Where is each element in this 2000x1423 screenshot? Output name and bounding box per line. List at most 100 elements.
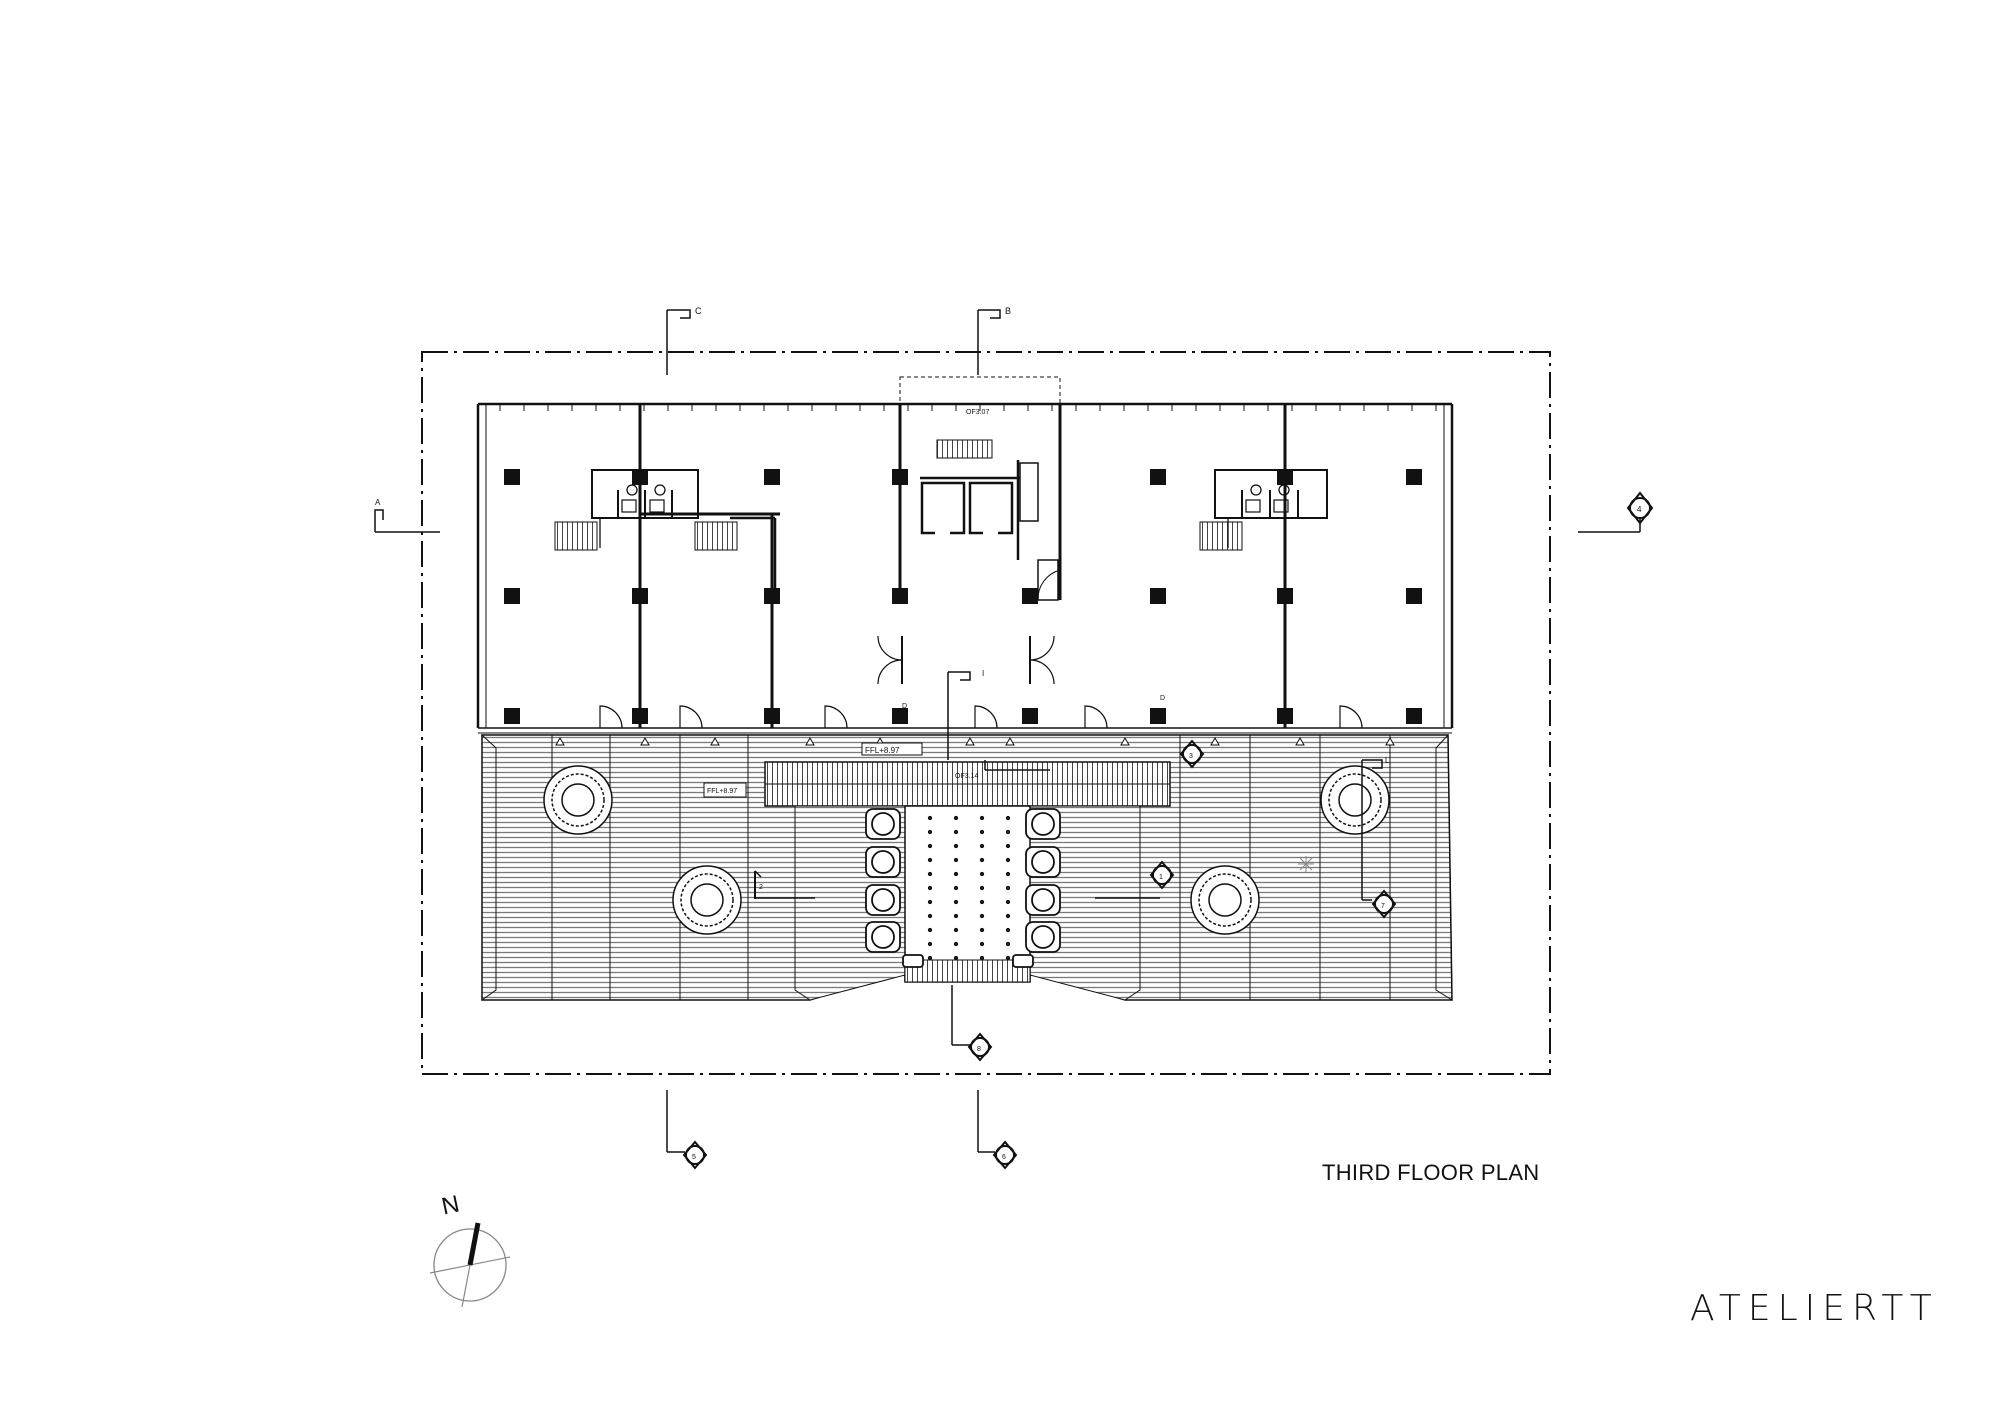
deck-marker: [1295, 736, 1305, 746]
deck-marker: [555, 736, 565, 746]
elevation-south-right-text: 6: [1002, 1154, 1006, 1161]
elevation-marker-south-right: 6: [992, 1140, 1018, 1170]
section-marker-c: C: [666, 306, 702, 375]
stair-dot: [953, 899, 959, 905]
door-swing: [974, 705, 998, 729]
column: [764, 469, 780, 485]
seat-pod-inner: [871, 850, 895, 874]
stair-dot: [1005, 871, 1011, 877]
elevation-east-text: 4: [1637, 505, 1642, 514]
toilet-core-left: [554, 469, 777, 600]
stair-dot: [927, 815, 933, 821]
stair-dot: [927, 829, 933, 835]
stair-dot: [979, 857, 985, 863]
column: [1406, 588, 1422, 604]
column: [1022, 588, 1038, 604]
stair-dot: [927, 927, 933, 933]
elevation-marker-interior-w: 2: [754, 870, 763, 899]
room-label-of307: OF3.07: [966, 409, 989, 416]
deck-marker: [640, 736, 650, 746]
north-arrow: [429, 1222, 511, 1308]
level-tag-center-text: FFL+8.97: [865, 746, 900, 755]
stair-dot: [927, 885, 933, 891]
column: [1277, 469, 1293, 485]
deck-marker: [805, 736, 815, 746]
elevation-marker-interior-n: 3: [1179, 739, 1205, 769]
elevation-marker-east: 4: [1626, 491, 1654, 525]
stair-dot: [1005, 843, 1011, 849]
central-bleacher: [764, 761, 1171, 1001]
section-marker-a: A: [374, 498, 440, 533]
seat-pod-inner: [1031, 850, 1055, 874]
stair-dot: [953, 955, 959, 961]
door-swing: [824, 705, 848, 729]
south-wall-doors: [599, 705, 1363, 729]
stair-dot: [953, 857, 959, 863]
elevation-marker-interior-se: 7: [1371, 889, 1397, 919]
stair-dot: [927, 857, 933, 863]
seat-pod-inner: [871, 888, 895, 912]
section-marker-i: I: [947, 669, 984, 760]
stair-dot: [953, 871, 959, 877]
door-swing: [679, 705, 703, 729]
level-tag-left-text: FFL+8.97: [707, 788, 737, 795]
column: [892, 588, 908, 604]
section-i-label: I: [982, 669, 984, 678]
planter-core: [690, 883, 724, 917]
stair-dot: [953, 829, 959, 835]
stair-dot: [1005, 913, 1011, 919]
stair-dot: [927, 941, 933, 947]
planter-core: [1208, 883, 1242, 917]
seat-pod-inner: [1031, 888, 1055, 912]
stair-dot: [927, 871, 933, 877]
stair-dot: [927, 913, 933, 919]
stair-dot: [1005, 857, 1011, 863]
elevation-marker-interior-e: 1: [1149, 860, 1175, 890]
column: [892, 469, 908, 485]
column: [1406, 469, 1422, 485]
stair-dot: [1005, 815, 1011, 821]
deck-marker: [1210, 736, 1220, 746]
door-label-left: D: [902, 703, 907, 710]
column: [892, 708, 908, 724]
stair-dot: [953, 815, 959, 821]
door-label-right: D: [1160, 695, 1165, 702]
level-tag-center: FFL+8.97: [861, 742, 923, 756]
column: [504, 469, 520, 485]
site-boundary: [421, 351, 1551, 1075]
seating-pods: [865, 808, 1061, 968]
stair-dot: [1005, 885, 1011, 891]
stair-dot: [979, 885, 985, 891]
column: [764, 708, 780, 724]
stair-dot: [1005, 829, 1011, 835]
top-wall-ticks: [499, 404, 1437, 411]
section-marker-b: B: [977, 306, 1011, 375]
deck-marker: [965, 736, 975, 746]
seat-pod-inner: [1031, 925, 1055, 949]
stair-dot: [953, 941, 959, 947]
elevation-marker-interior-s: 8: [967, 1032, 993, 1062]
deck-marker: [1385, 736, 1395, 746]
double-doors-left: [877, 635, 903, 685]
column: [1150, 708, 1166, 724]
round-planters: [543, 765, 1390, 935]
stair-dots: [927, 815, 1011, 961]
stair-dot: [953, 843, 959, 849]
room-label-of314: OF3.14: [955, 773, 978, 780]
column: [504, 588, 520, 604]
central-core: [920, 439, 1061, 601]
double-doors-right: [1029, 635, 1055, 685]
elevation-interior-se-text: 7: [1381, 903, 1385, 910]
seat-pod-inner: [871, 925, 895, 949]
stair-dot: [979, 871, 985, 877]
deck-marker: [1120, 736, 1130, 746]
door-swing: [1084, 705, 1108, 729]
stair-dot: [979, 899, 985, 905]
office-block: [476, 376, 1454, 734]
stair-dot: [979, 815, 985, 821]
stair-dot: [979, 913, 985, 919]
column: [504, 708, 520, 724]
structural-columns: [504, 469, 1422, 724]
light-fixture-symbol: [1298, 856, 1314, 872]
